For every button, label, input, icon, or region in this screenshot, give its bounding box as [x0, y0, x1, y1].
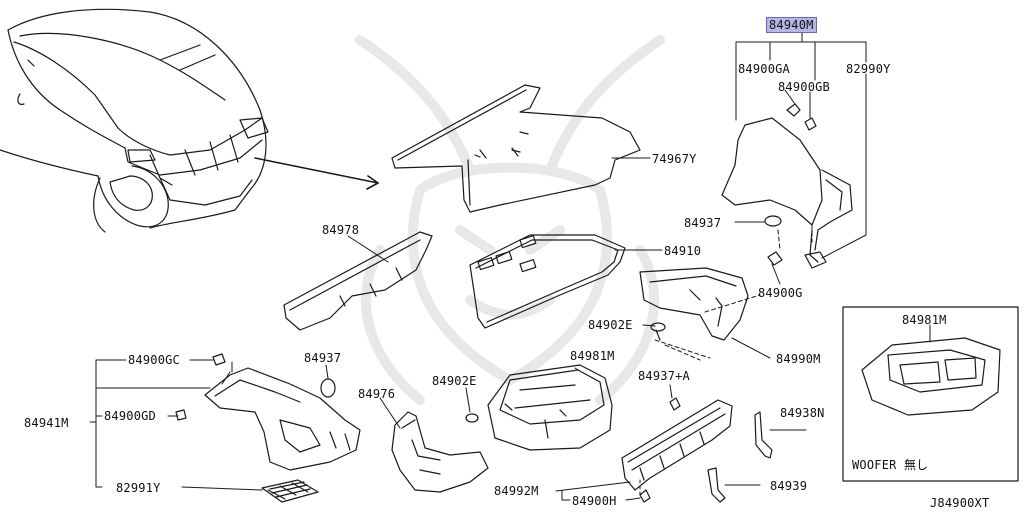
label-84940m: 84940M [766, 17, 817, 33]
label-84902e-right: 84902E [588, 318, 633, 332]
part-84940m-side-finisher [721, 117, 853, 269]
part-84910-tray [469, 234, 626, 329]
part-74967y-mat [391, 84, 641, 213]
part-84978-finisher [283, 231, 433, 331]
label-84939: 84939 [770, 479, 808, 493]
label-84900g: 84900G [758, 286, 803, 300]
label-84938n: 84938N [780, 406, 825, 420]
label-84976: 84976 [358, 387, 396, 401]
label-84941m: 84941M [24, 416, 69, 430]
label-82990y: 82990Y [846, 62, 891, 76]
label-84981m-center: 84981M [570, 349, 615, 363]
pointer-arrow [254, 157, 379, 190]
woofer-note: WOOFER 無し [852, 458, 929, 472]
label-82991y: 82991Y [116, 481, 161, 495]
label-84900gb: 84900GB [778, 80, 830, 94]
part-84990m-side-lining [639, 267, 749, 341]
label-84900gd: 84900GD [104, 409, 156, 423]
part-82991y-grille [261, 479, 319, 503]
label-84937-left: 84937 [304, 351, 342, 365]
label-84900ga: 84900GA [738, 62, 790, 76]
label-74967y: 74967Y [652, 152, 697, 166]
part-84992m-rear-plate [621, 399, 733, 491]
label-84900h: 84900H [572, 494, 617, 508]
label-84900gc: 84900GC [128, 353, 180, 367]
label-84981m-inset: 84981M [902, 313, 947, 327]
label-84992m: 84992M [494, 484, 539, 498]
brackets [707, 411, 773, 503]
diagram-code: J84900XT [930, 496, 990, 510]
leader-lines [89, 31, 931, 501]
label-84990m: 84990M [776, 352, 821, 366]
label-84937a: 84937+A [638, 369, 690, 383]
part-84941m-side-lining [204, 367, 361, 471]
clips [175, 103, 817, 503]
label-84902e-center: 84902E [432, 374, 477, 388]
part-84976-trim [391, 411, 489, 493]
watermark-emblem [355, 35, 665, 405]
part-84981m-storage-box [487, 364, 613, 451]
label-84937-right: 84937 [684, 216, 722, 230]
car-body-illustration [0, 8, 269, 233]
woofer-inset-box [842, 306, 1019, 482]
label-84978: 84978 [322, 223, 360, 237]
label-84910: 84910 [664, 244, 702, 258]
